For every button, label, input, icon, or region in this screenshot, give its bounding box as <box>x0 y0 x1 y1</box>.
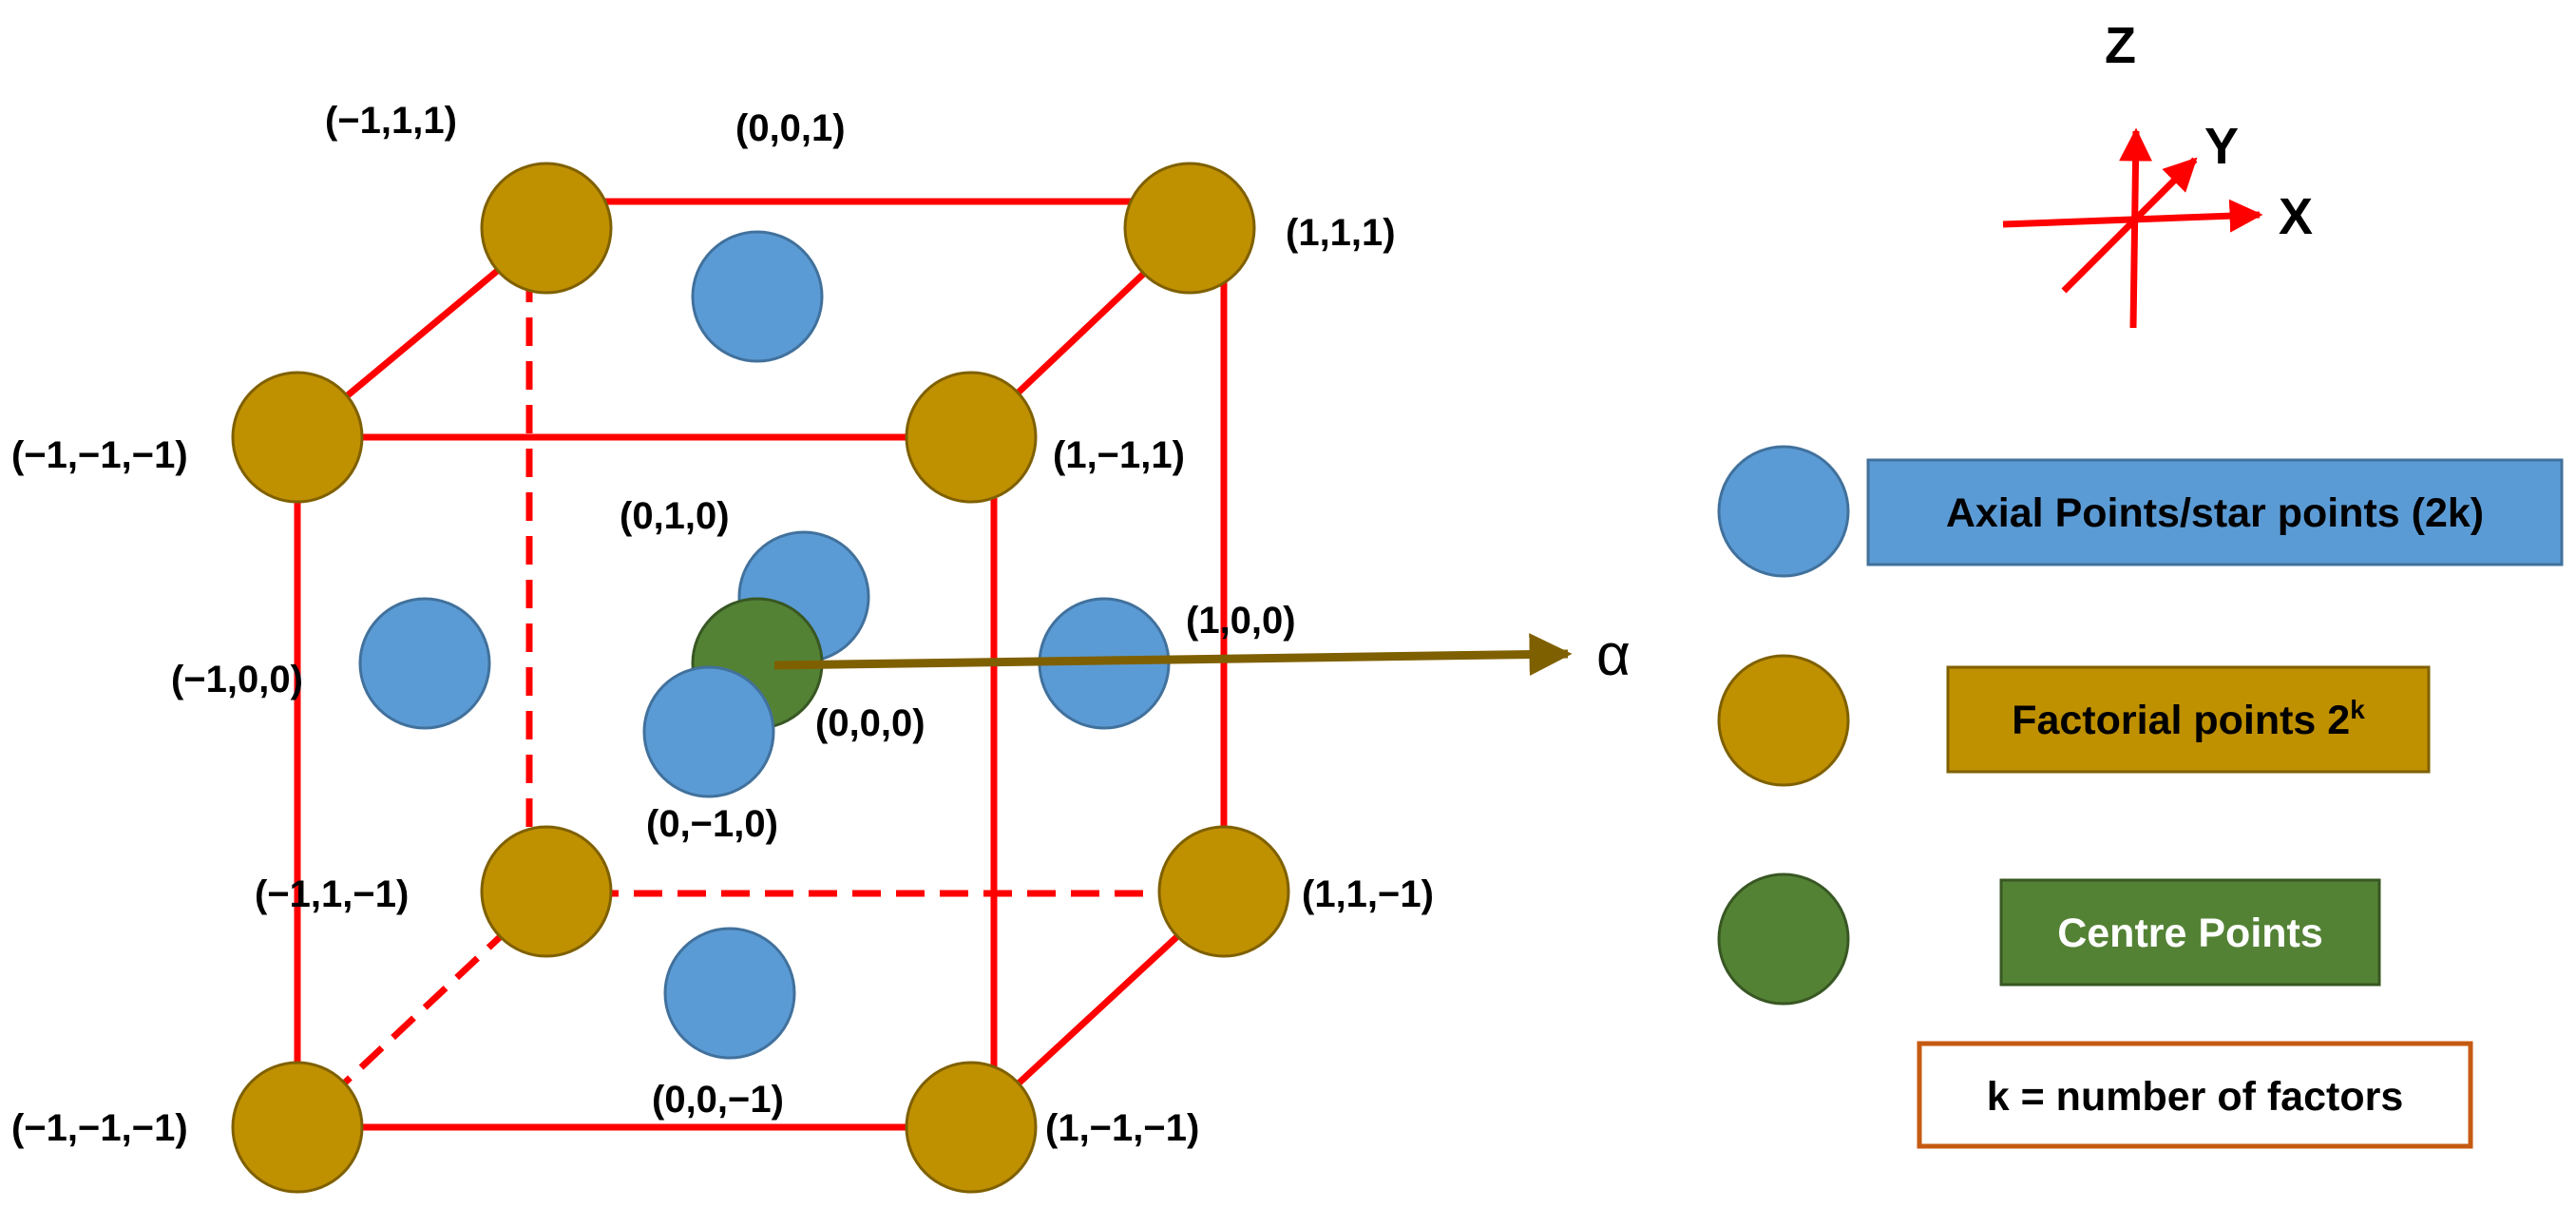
label-bottom-center: (0,0,−1) <box>652 1079 784 1121</box>
legend-factorial-label: Factorial points 2k <box>2012 695 2365 743</box>
axial-point-top <box>691 230 824 363</box>
label-bottom-back-left: (−1,1,−1) <box>255 873 409 915</box>
label-top-front-left: (−1,−1,−1) <box>11 434 188 476</box>
axial-point-front <box>642 665 775 798</box>
label-top-center: (0,0,1) <box>735 107 846 149</box>
factorial-point-top-back-right <box>1123 162 1256 295</box>
label-axial-x-neg: (−1,0,0) <box>171 659 303 700</box>
factorial-point-bottom-back-right <box>1157 825 1290 958</box>
label-top-back-right: (1,1,1) <box>1286 212 1396 254</box>
label-bottom-back-right: (1,1,−1) <box>1302 873 1434 915</box>
legend-centre-label: Centre Points <box>2057 911 2323 956</box>
factorial-point-top-front-right <box>905 371 1038 504</box>
legend: Axial Points/star points (2k) Factorial … <box>1717 445 2564 1149</box>
legend-centre-swatch <box>1717 872 1850 1006</box>
label-centre: (0,0,0) <box>815 702 925 744</box>
axial-point-bottom <box>663 927 796 1060</box>
legend-axial-box <box>1866 458 2564 566</box>
label-top-back-left: (−1,1,1) <box>325 100 457 142</box>
legend-note-label: k = number of factors <box>1987 1074 2403 1120</box>
legend-factorial-box <box>1946 665 2431 774</box>
factorial-point-bottom-front-right <box>905 1061 1038 1194</box>
legend-centre-box <box>1999 878 2381 987</box>
legend-factorial-base: Factorial points 2 <box>2012 698 2350 743</box>
legend-axial-swatch <box>1717 445 1850 578</box>
axis-y-line <box>2061 157 2198 294</box>
label-axial-y-pos: (0,1,0) <box>620 495 730 537</box>
arrow-right-icon <box>773 633 1573 677</box>
factorial-points <box>231 162 1290 1194</box>
axis-label-z: Z <box>2105 17 2136 74</box>
label-axial-y-neg: (0,−1,0) <box>646 803 778 845</box>
label-top-front-right: (1,−1,1) <box>1053 434 1185 476</box>
factorial-point-bottom-back-left <box>480 825 613 958</box>
axial-point-left <box>358 597 491 730</box>
factorial-point-bottom-front-left <box>231 1061 364 1194</box>
factorial-point-top-back-left <box>480 162 613 295</box>
legend-axial-label: Axial Points/star points (2k) <box>1946 490 2484 536</box>
legend-note-box <box>1917 1041 2473 1149</box>
axis-z-line <box>2119 127 2153 329</box>
axis-triad-icon <box>2002 127 2263 329</box>
factorial-point-top-front-left <box>231 371 364 504</box>
axis-label-x: X <box>2279 188 2313 245</box>
legend-factorial-swatch <box>1717 654 1850 787</box>
legend-factorial-exponent: k <box>2350 695 2365 724</box>
label-bottom-front-left: (−1,−1,−1) <box>11 1107 188 1149</box>
label-bottom-front-right: (1,−1,−1) <box>1045 1107 1199 1149</box>
coordinate-labels: (−1,1,1) (0,0,1) (1,1,1) (−1,−1,−1) (1,−… <box>11 100 1434 1149</box>
axis-label-y: Y <box>2204 118 2239 175</box>
label-axial-x-pos: (1,0,0) <box>1186 600 1296 642</box>
alpha-label: α <box>1596 623 1631 688</box>
